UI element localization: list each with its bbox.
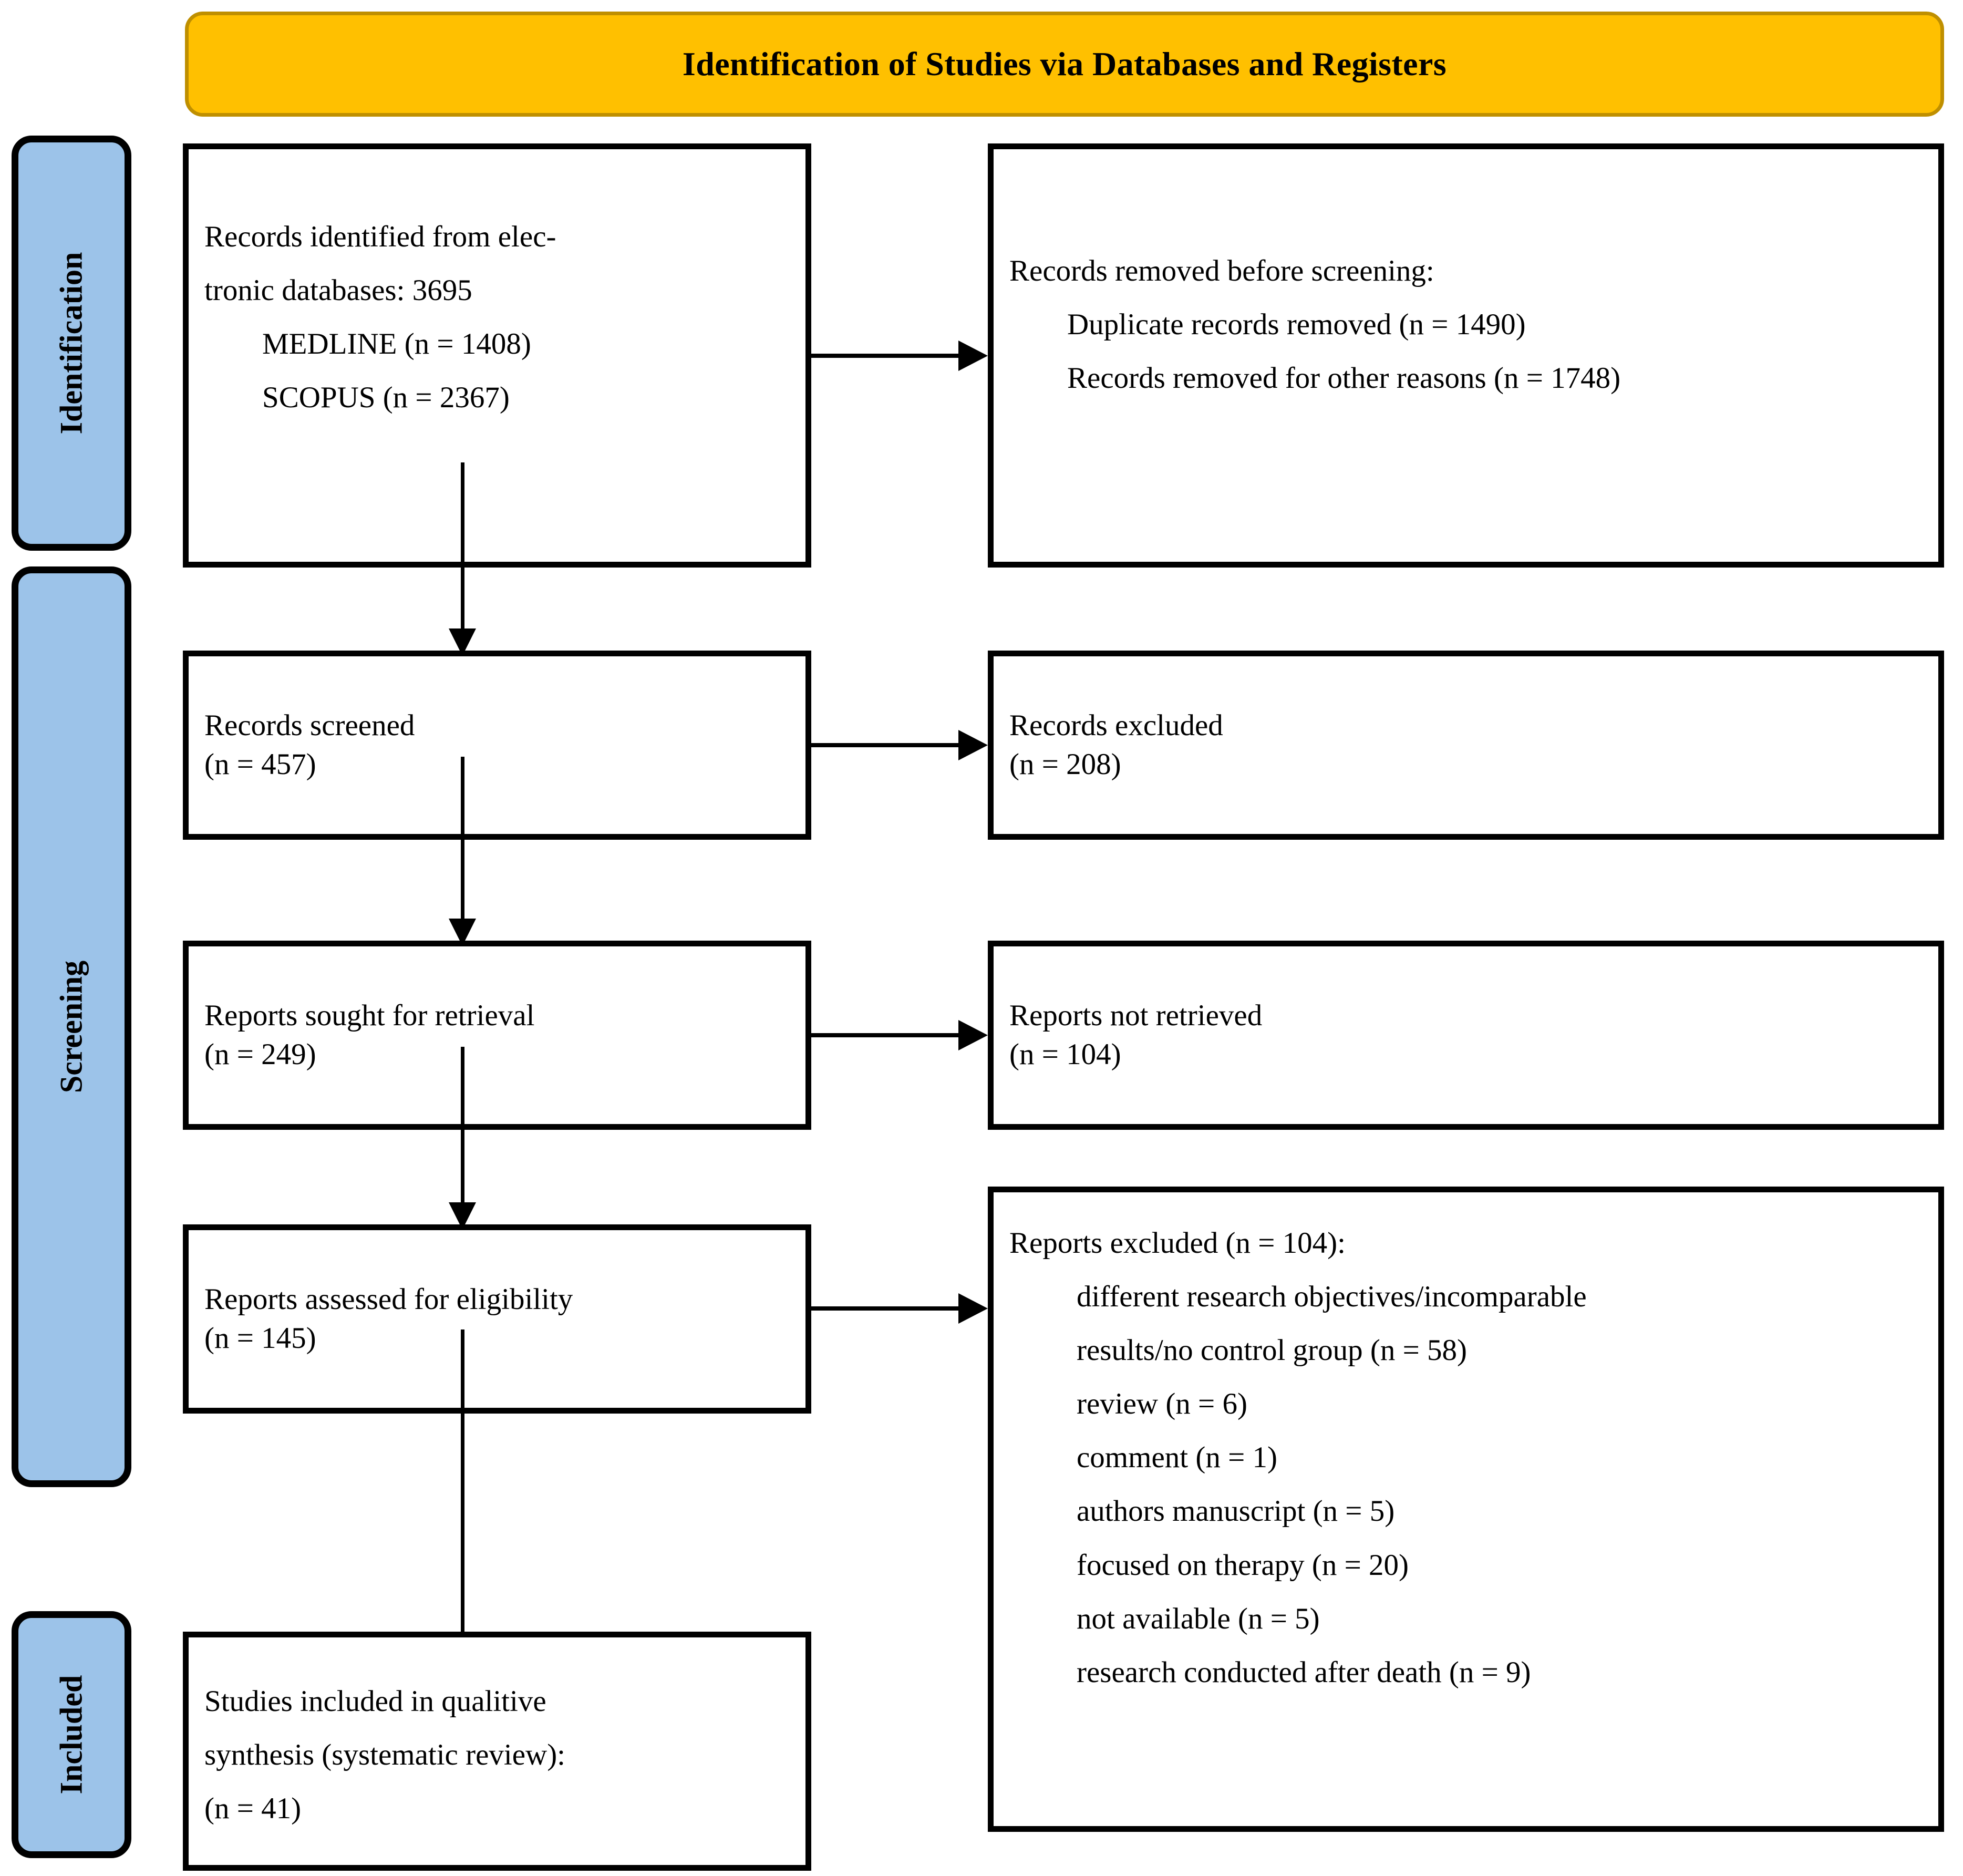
text-line: Reports assessed for eligibility: [204, 1282, 573, 1316]
text-line: Records removed for other reasons (n = 1…: [1067, 362, 1621, 395]
box-reports-excluded-text: Reports excluded (n = 104): different re…: [994, 1192, 1938, 1826]
arrowhead-identified-to-removed: [958, 341, 988, 371]
connector-screened-to-sought: [461, 757, 464, 921]
arrowhead-sought-to-notretrieved: [958, 1020, 988, 1050]
stage-rail-identification-label: Identification: [54, 252, 89, 435]
text-line: Reports sought for retrieval: [204, 998, 535, 1032]
connector-identified-to-screened: [461, 462, 464, 631]
text-line: (n = 249): [204, 1038, 316, 1071]
text-line: Records screened: [204, 708, 415, 742]
box-reports-excluded: Reports excluded (n = 104): different re…: [988, 1187, 1944, 1832]
text-line: focused on therapy (n = 20): [1077, 1548, 1409, 1582]
text-line: Records removed before screening:: [1009, 254, 1434, 287]
text-line: Reports not retrieved: [1009, 998, 1263, 1032]
text-line: Studies included in qualitive: [204, 1685, 546, 1718]
text-line: Duplicate records removed (n = 1490): [1067, 308, 1526, 342]
page-title: Identification of Studies via Databases …: [682, 45, 1447, 83]
box-records-identified-text: Records identified from elec- tronic dat…: [189, 149, 805, 562]
box-reports-assessed-text: Reports assessed for eligibility (n = 14…: [189, 1230, 805, 1408]
stage-rail-screening: Screening: [12, 566, 131, 1487]
box-records-excluded: Records excluded (n = 208): [988, 651, 1944, 840]
text-line: authors manuscript (n = 5): [1077, 1494, 1395, 1528]
box-studies-included: Studies included in qualitive synthesis …: [183, 1632, 811, 1871]
connector-assessed-to-reportsexcluded: [811, 1306, 959, 1311]
text-line: (n = 41): [204, 1792, 302, 1826]
stage-rail-identification: Identification: [12, 136, 131, 551]
text-line: (n = 208): [1009, 748, 1121, 781]
connector-screened-to-excluded: [811, 743, 959, 747]
connector-sought-to-assessed: [461, 1047, 464, 1204]
text-line: Records excluded: [1009, 708, 1223, 742]
box-reports-sought-text: Reports sought for retrieval (n = 249): [189, 946, 805, 1124]
text-line: different research objectives/incomparab…: [1077, 1280, 1587, 1314]
text-line: Reports excluded (n = 104):: [1009, 1226, 1346, 1260]
stage-rail-included-label: Included: [54, 1675, 89, 1795]
connector-assessed-to-included: [461, 1329, 464, 1681]
text-line: comment (n = 1): [1077, 1441, 1277, 1475]
box-reports-assessed: Reports assessed for eligibility (n = 14…: [183, 1224, 811, 1414]
arrowhead-assessed-to-reportsexcluded: [958, 1293, 988, 1324]
box-reports-not-retrieved-text: Reports not retrieved (n = 104): [994, 946, 1938, 1124]
text-line: review (n = 6): [1077, 1387, 1247, 1421]
text-line: results/no control group (n = 58): [1077, 1334, 1467, 1367]
text-line: synthesis (systematic review):: [204, 1738, 566, 1772]
text-line: research conducted after death (n = 9): [1077, 1655, 1531, 1689]
box-records-excluded-text: Records excluded (n = 208): [994, 656, 1938, 834]
arrowhead-screened-to-excluded: [958, 730, 988, 760]
text-line: (n = 457): [204, 748, 316, 781]
box-reports-not-retrieved: Reports not retrieved (n = 104): [988, 941, 1944, 1130]
box-reports-sought: Reports sought for retrieval (n = 249): [183, 941, 811, 1130]
connector-sought-to-notretrieved: [811, 1033, 959, 1037]
box-records-screened: Records screened (n = 457): [183, 651, 811, 840]
box-records-removed: Records removed before screening: Duplic…: [988, 143, 1944, 568]
box-records-removed-text: Records removed before screening: Duplic…: [994, 149, 1938, 562]
text-line: Records identified from elec-: [204, 220, 556, 253]
text-line: MEDLINE (n = 1408): [262, 327, 531, 361]
text-line: (n = 104): [1009, 1038, 1121, 1071]
text-line: (n = 145): [204, 1322, 316, 1355]
text-line: tronic databases: 3695: [204, 274, 472, 307]
box-records-identified: Records identified from elec- tronic dat…: [183, 143, 811, 568]
diagram-title-banner: Identification of Studies via Databases …: [185, 12, 1944, 117]
text-line: not available (n = 5): [1077, 1602, 1320, 1635]
text-line: SCOPUS (n = 2367): [262, 381, 510, 415]
stage-rail-screening-label: Screening: [54, 960, 89, 1094]
connector-identified-to-removed: [811, 354, 959, 358]
box-records-screened-text: Records screened (n = 457): [189, 656, 805, 834]
stage-rail-included: Included: [12, 1611, 131, 1858]
box-studies-included-text: Studies included in qualitive synthesis …: [189, 1637, 805, 1865]
